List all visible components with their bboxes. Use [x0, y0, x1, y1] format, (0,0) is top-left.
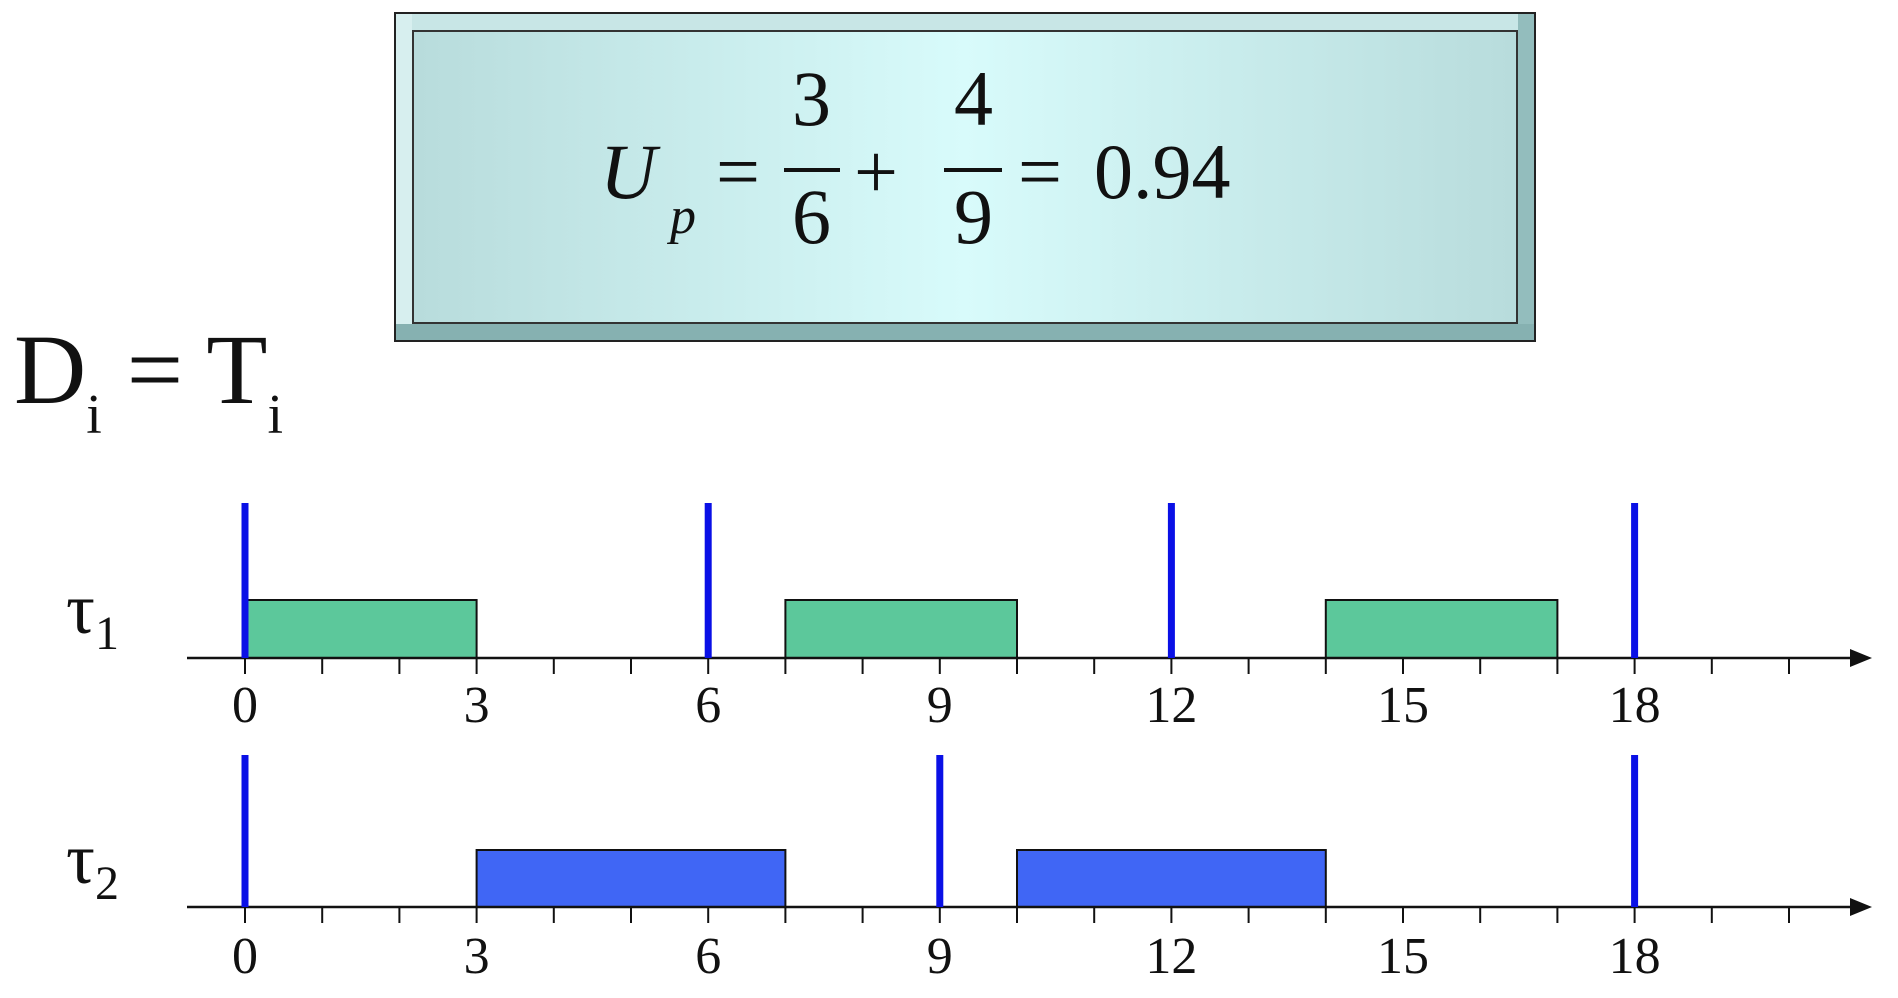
condition-t: T [206, 314, 268, 425]
condition-equals: = [101, 314, 207, 425]
formula-frac2-numerator: 4 [954, 55, 993, 142]
formula-equals: = [716, 128, 760, 215]
condition-d: D [14, 314, 87, 425]
tick-label: 15 [1377, 677, 1429, 734]
tick-label: 6 [695, 677, 721, 734]
tick-label: 6 [695, 928, 721, 985]
task-label-1: τ1 [66, 568, 119, 660]
formula-frac1-denominator: 6 [792, 173, 831, 260]
formula-u-subscript: p [670, 188, 696, 245]
bevel [396, 324, 1534, 340]
tick-label: 3 [464, 928, 490, 985]
execution-block [784, 599, 1019, 659]
task-label-2: τ2 [66, 818, 119, 910]
execution-block [1324, 599, 1559, 659]
task-symbol: τ [66, 819, 95, 899]
axis-arrow [1850, 898, 1872, 916]
formula-frac2-denominator: 9 [954, 173, 993, 260]
tick-label: 0 [232, 677, 258, 734]
tick-label: 9 [927, 928, 953, 985]
condition-d-subscript: i [86, 384, 102, 446]
formula-box: U p = 3 6 + 4 9 = 0.94 [394, 12, 1536, 342]
tick-label: 15 [1377, 928, 1429, 985]
tick-label: 12 [1145, 928, 1197, 985]
tick-label: 9 [927, 677, 953, 734]
axis-arrow [1850, 649, 1872, 667]
formula-face: U p = 3 6 + 4 9 = 0.94 [412, 30, 1518, 324]
execution-block [1016, 849, 1327, 908]
task-index: 2 [94, 857, 119, 910]
formula-u: U [600, 128, 657, 215]
tick-label: 0 [232, 928, 258, 985]
condition-t-subscript: i [267, 384, 284, 446]
bevel [396, 14, 1534, 30]
execution-block [475, 849, 787, 908]
bevel [396, 14, 412, 340]
tick-label: 3 [464, 677, 490, 734]
formula-plus: + [854, 128, 898, 215]
formula-equals-2: = [1018, 128, 1062, 215]
tick-label: 12 [1145, 677, 1197, 734]
formula-frac1-numerator: 3 [792, 55, 831, 142]
utilization-formula: U p = 3 6 + 4 9 = 0.94 [414, 32, 1516, 322]
task-symbol: τ [66, 569, 95, 649]
formula-frac2-bar [944, 168, 1002, 172]
task-index: 1 [94, 607, 119, 660]
formula-frac1-bar [784, 168, 840, 172]
execution-block [244, 599, 478, 659]
tick-label: 18 [1609, 928, 1661, 985]
deadline-condition: Di = Ti [14, 312, 283, 446]
formula-result: 0.94 [1094, 128, 1231, 215]
tick-label: 18 [1609, 677, 1661, 734]
bevel [1518, 14, 1534, 340]
